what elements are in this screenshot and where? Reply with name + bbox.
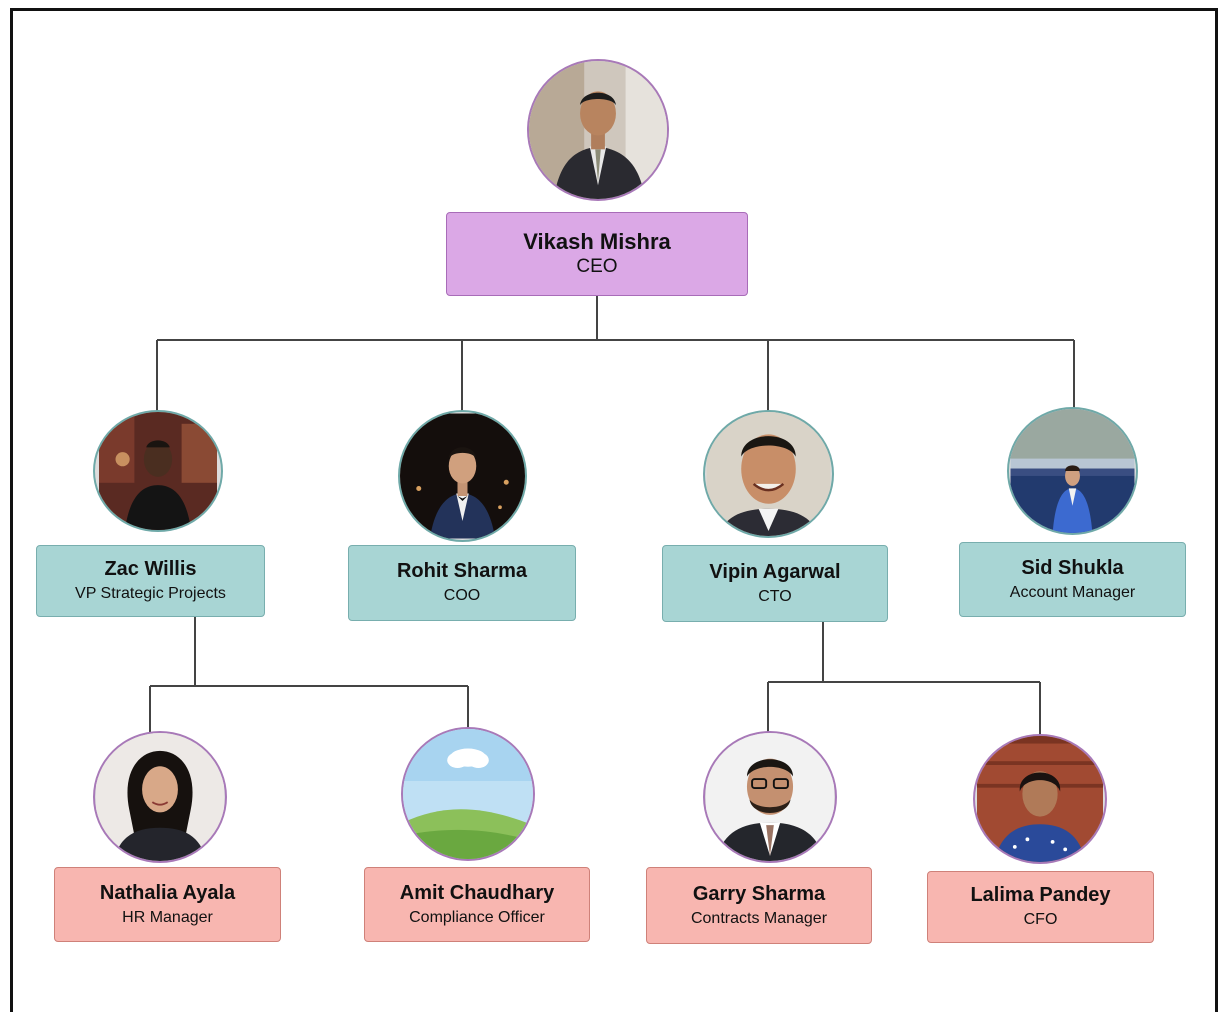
- node-name: Sid Shukla: [1021, 556, 1124, 579]
- man-in-tuxedo-photo: [400, 413, 525, 539]
- garry-sharma-photo: [703, 731, 837, 863]
- node-title: COO: [443, 587, 481, 604]
- org-node-lalima-pandey[interactable]: Lalima Pandey CFO: [927, 871, 1154, 943]
- man-photo: [99, 412, 217, 530]
- lalima-pandey-photo: [973, 734, 1107, 864]
- node-title: HR Manager: [122, 908, 213, 926]
- node-name: Amit Chaudhary: [399, 881, 555, 904]
- rohit-sharma-photo: [398, 410, 527, 542]
- node-title: CFO: [1023, 911, 1058, 928]
- node-name: Vipin Agarwal: [709, 560, 841, 583]
- woman-photo: [977, 736, 1103, 862]
- org-node-vipin-agarwal[interactable]: Vipin Agarwal CTO: [662, 545, 888, 622]
- sid-shukla-photo: [1007, 407, 1138, 535]
- org-node-nathalia-ayala[interactable]: Nathalia Ayala HR Manager: [54, 867, 281, 942]
- node-name: Garry Sharma: [692, 882, 826, 905]
- node-title: CTO: [758, 587, 792, 605]
- man-in-blue-suit-photo: [1010, 409, 1135, 533]
- org-node-garry-sharma[interactable]: Garry Sharma Contracts Manager: [646, 867, 872, 944]
- nathalia-ayala-photo: [93, 731, 227, 863]
- diagram-frame: [10, 8, 1218, 1012]
- org-node-ceo[interactable]: Vikash Mishra CEO: [446, 212, 748, 296]
- vipin-agarwal-photo: [703, 410, 834, 538]
- node-name: Rohit Sharma: [396, 560, 528, 582]
- smiling-man-photo: [706, 412, 831, 536]
- node-title: Account Manager: [1009, 583, 1136, 601]
- node-title: VP Strategic Projects: [75, 585, 226, 602]
- node-name: Zac Willis: [104, 558, 197, 580]
- zac-willis-photo: [93, 410, 223, 532]
- man-with-glasses-photo: [706, 733, 834, 861]
- node-title: Compliance Officer: [409, 908, 545, 926]
- node-name: Vikash Mishra: [523, 229, 671, 254]
- woman-photo: [96, 733, 224, 861]
- org-node-zac-willis[interactable]: Zac Willis VP Strategic Projects: [36, 545, 265, 617]
- ceo-photo: [527, 59, 669, 201]
- node-name: Lalima Pandey: [970, 884, 1111, 906]
- business-man-photo: [529, 61, 667, 199]
- node-title: Contracts Manager: [690, 909, 828, 927]
- org-node-sid-shukla[interactable]: Sid Shukla Account Manager: [959, 542, 1186, 617]
- node-name: Nathalia Ayala: [99, 881, 236, 904]
- amit-chaudhary-photo: [401, 727, 535, 861]
- org-node-amit-chaudhary[interactable]: Amit Chaudhary Compliance Officer: [364, 867, 590, 942]
- node-title: CEO: [576, 256, 618, 277]
- org-node-rohit-sharma[interactable]: Rohit Sharma COO: [348, 545, 576, 621]
- landscape-placeholder-photo: [403, 729, 533, 859]
